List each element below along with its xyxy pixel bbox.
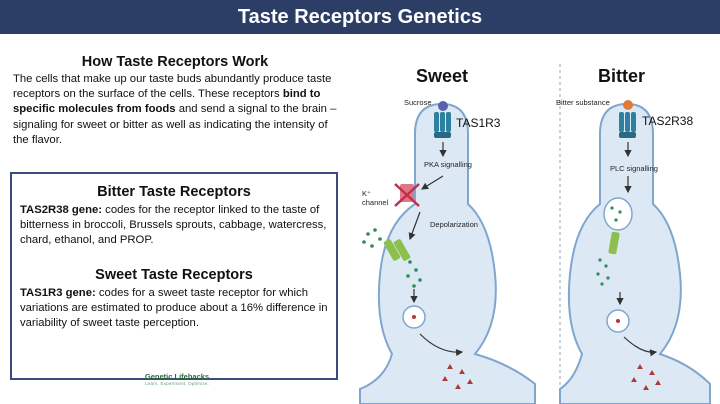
bitter-neurotransmitter-icons xyxy=(631,364,661,390)
plc-signalling-label: PLC signalling xyxy=(610,164,658,173)
how-body-bold: bind to specific molecules from foods xyxy=(13,88,321,116)
tas2r38-receptor-icon xyxy=(619,112,636,138)
brand-logo: Genetic Lifehacks Learn. Experiment. Opt… xyxy=(122,372,232,386)
sweet-ion-dots xyxy=(362,228,422,288)
bitter-ion-dots xyxy=(596,206,622,286)
bitter-taste-cell xyxy=(559,102,711,404)
bitter-diagram-label: Bitter xyxy=(598,66,646,86)
brand-tagline: Learn. Experiment. Optimize. xyxy=(145,381,209,386)
bitter-gene-name: TAS2R38 gene: xyxy=(20,204,103,216)
k-channel-label: K⁺ channel xyxy=(362,189,389,207)
sucrose-label: Sucrose xyxy=(404,98,432,107)
depolarization-label: Depolarization xyxy=(430,220,478,229)
sweet-diagram-label: Sweet xyxy=(416,66,469,86)
sweet-gene-name: TAS1R3 gene: xyxy=(20,287,96,299)
bitter-section-title: Bitter Taste Receptors xyxy=(97,184,251,200)
sucrose-molecule-icon xyxy=(438,101,448,111)
sweet-section-title: Sweet Taste Receptors xyxy=(95,267,253,283)
sweet-section-body: TAS1R3 gene: codes for a sweet taste rec… xyxy=(20,286,332,331)
bitter-substance-label: Bitter substance xyxy=(556,98,610,107)
sweet-gene-text: codes for a sweet taste receptor for whi… xyxy=(20,287,328,329)
tas2r38-label: TAS2R38 xyxy=(642,114,694,128)
brand-name: Genetic Lifehacks xyxy=(144,372,210,381)
sweet-taste-cell xyxy=(359,102,536,404)
how-body-text-2: and send a signal to the brain – signali… xyxy=(13,103,337,146)
bitter-substance-molecule-icon xyxy=(623,100,633,110)
calcium-channel-icon xyxy=(383,239,411,261)
diagram-panel: Sweet Sucrose TAS1R3 PKA signalling K⁺ c… xyxy=(350,34,720,404)
title-banner: Taste Receptors Genetics xyxy=(0,0,720,34)
er-store-icon xyxy=(603,197,633,231)
receptor-info-box: Bitter Taste Receptors TAS2R38 gene: cod… xyxy=(10,172,338,380)
bitter-section-body: TAS2R38 gene: codes for the receptor lin… xyxy=(20,203,332,248)
taste-cell-diagrams xyxy=(359,64,711,404)
bitter-channel-icon xyxy=(608,231,620,255)
blocked-k-channel-icon xyxy=(394,183,420,207)
text-column: How Taste Receptors Work The cells that … xyxy=(0,34,350,404)
how-section-title: How Taste Receptors Work xyxy=(81,54,269,70)
how-body-text-1: The cells that make up our taste buds ab… xyxy=(13,73,332,101)
tas1r3-label: TAS1R3 xyxy=(456,116,501,130)
how-section-body: The cells that make up our taste buds ab… xyxy=(13,72,343,148)
bitter-gene-text: codes for the receptor linked to the tas… xyxy=(20,204,327,246)
pka-signalling-label: PKA signalling xyxy=(424,160,472,169)
sweet-neurotransmitter-icons xyxy=(442,364,473,389)
tas1r3-receptor-icon xyxy=(434,112,451,138)
page-title: Taste Receptors Genetics xyxy=(237,6,483,28)
